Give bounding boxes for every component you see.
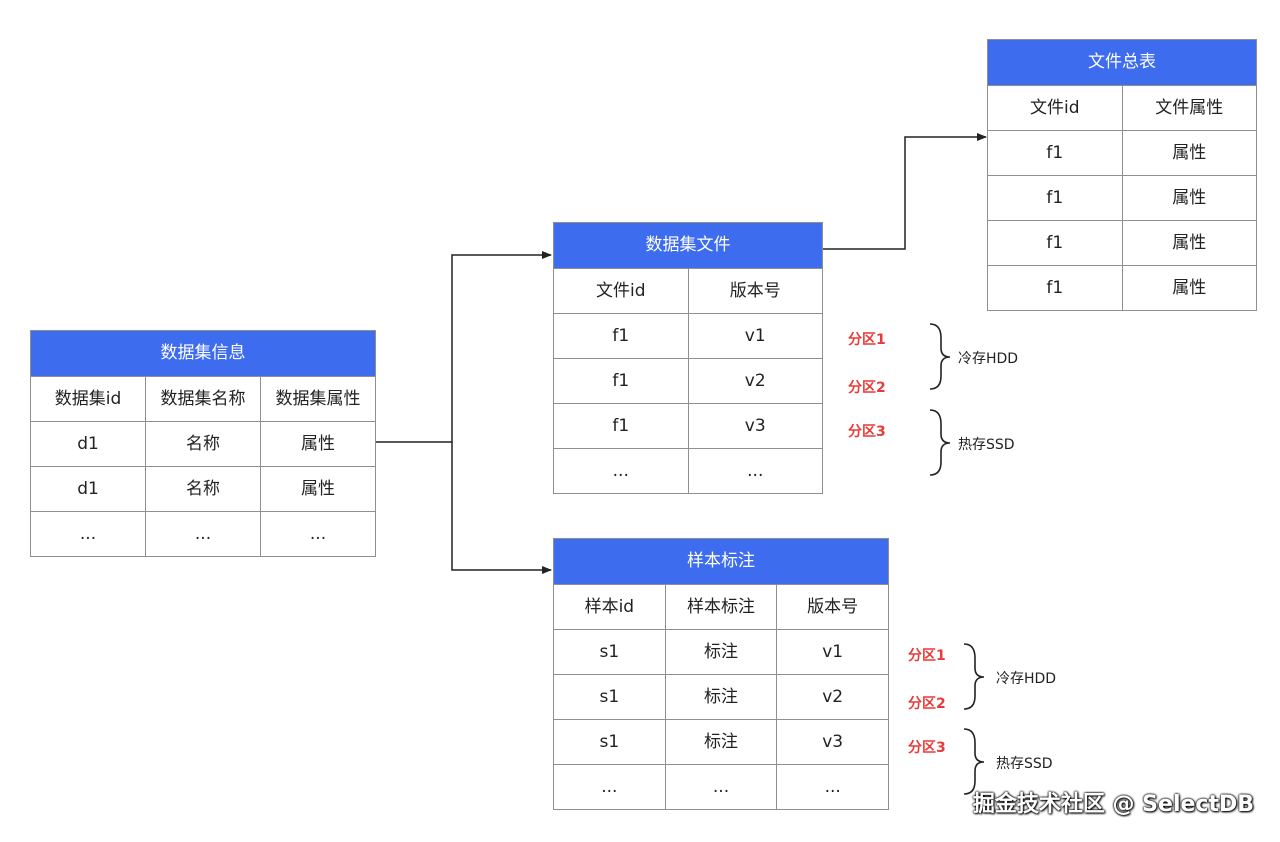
table-cell: s1 [554,720,666,764]
partition-label: 分区3 [908,740,946,756]
table-header-row: 文件id 版本号 [554,269,822,314]
table-cell: v1 [822,642,844,662]
storage-label-hot: 热存SSD [958,437,1015,453]
partition-label: 分区1 [908,648,946,664]
table-row: ... ... ... [31,512,375,556]
table-cell: v3 [822,732,844,752]
brace-cold-annotation [963,643,985,710]
table-row: s1 标注 v2 [554,675,888,720]
table-cell: ... [309,524,327,544]
table-cell: 标注 [666,675,778,719]
table-cell: 属性 [1172,278,1207,298]
arrow-info-to-annotation [451,442,552,574]
table-title: 文件总表 [988,40,1256,86]
table-cell: f1 [988,266,1123,310]
table-cell: v2 [744,371,766,391]
table-cell: ... [554,765,666,809]
table-cell: ... [31,512,146,556]
table-cell: 属性 [1172,233,1207,253]
storage-label-cold: 冷存HDD [996,671,1057,687]
table-cell: 名称 [146,467,261,511]
table-header-row: 数据集id 数据集名称 数据集属性 [31,377,375,422]
table-row: f1 v1 [554,314,822,359]
column-header: 文件id [988,86,1123,130]
column-header: 数据集属性 [275,389,361,409]
table-cell: ... [747,461,764,481]
table-cell: ... [554,449,689,493]
table-cell: ... [146,512,261,556]
table-cell: ... [824,777,841,797]
table-cell: d1 [31,467,146,511]
table-cell: d1 [31,422,146,466]
column-header: 文件属性 [1155,98,1224,118]
table-row: f1 v3 [554,404,822,449]
table-cell: v1 [744,326,766,346]
table-cell: s1 [554,675,666,719]
brace-cold-files [929,323,951,390]
table-row: ... ... ... [554,765,888,809]
sample-annotation-table: 样本标注 样本id 样本标注 版本号 s1 标注 v1 s1 标注 v2 s1 … [553,538,889,810]
table-cell: 属性 [1172,143,1207,163]
column-header: 数据集id [31,377,146,421]
arrow-files-to-master [822,133,987,250]
table-cell: f1 [988,131,1123,175]
partition-label: 分区3 [848,424,886,440]
table-row: ... ... [554,449,822,493]
partition-label: 分区2 [848,380,886,396]
table-cell: s1 [554,630,666,674]
column-header: 文件id [554,269,689,313]
column-header: 数据集名称 [146,377,261,421]
table-cell: v3 [744,416,766,436]
watermark: 掘金技术社区 @ SelectDB [972,792,1254,817]
column-header: 版本号 [807,597,859,617]
table-row: f1 属性 [988,131,1256,176]
table-row: f1 属性 [988,176,1256,221]
table-cell: 属性 [1172,188,1207,208]
brace-hot-files [929,409,951,476]
table-row: d1 名称 属性 [31,467,375,512]
table-title: 数据集文件 [554,223,822,269]
storage-label-cold: 冷存HDD [958,351,1019,367]
brace-hot-annotation [963,728,985,795]
table-cell: 名称 [146,422,261,466]
table-title: 样本标注 [554,539,888,585]
table-cell: f1 [554,314,689,358]
partition-label: 分区1 [848,332,886,348]
table-cell: v2 [822,687,844,707]
column-header: 样本标注 [666,585,778,629]
table-title: 数据集信息 [31,331,375,377]
column-header: 版本号 [729,281,781,301]
table-cell: f1 [554,359,689,403]
table-row: s1 标注 v1 [554,630,888,675]
table-cell: 标注 [666,630,778,674]
table-row: f1 属性 [988,221,1256,266]
table-row: f1 v2 [554,359,822,404]
table-row: d1 名称 属性 [31,422,375,467]
dataset-info-table: 数据集信息 数据集id 数据集名称 数据集属性 d1 名称 属性 d1 名称 属… [30,330,376,557]
arrow-info-to-files [375,251,552,443]
table-cell: f1 [988,176,1123,220]
table-header-row: 文件id 文件属性 [988,86,1256,131]
storage-label-hot: 热存SSD [996,756,1053,772]
dataset-files-table: 数据集文件 文件id 版本号 f1 v1 f1 v2 f1 v3 ... ... [553,222,823,494]
column-header: 样本id [554,585,666,629]
table-cell: f1 [988,221,1123,265]
table-row: s1 标注 v3 [554,720,888,765]
table-cell: 标注 [666,720,778,764]
partition-label: 分区2 [908,696,946,712]
table-cell: 属性 [301,479,335,499]
table-cell: f1 [554,404,689,448]
table-row: f1 属性 [988,266,1256,310]
table-cell: ... [666,765,778,809]
table-cell: 属性 [301,434,335,454]
table-header-row: 样本id 样本标注 版本号 [554,585,888,630]
file-master-table: 文件总表 文件id 文件属性 f1 属性 f1 属性 f1 属性 f1 属性 [987,39,1257,311]
